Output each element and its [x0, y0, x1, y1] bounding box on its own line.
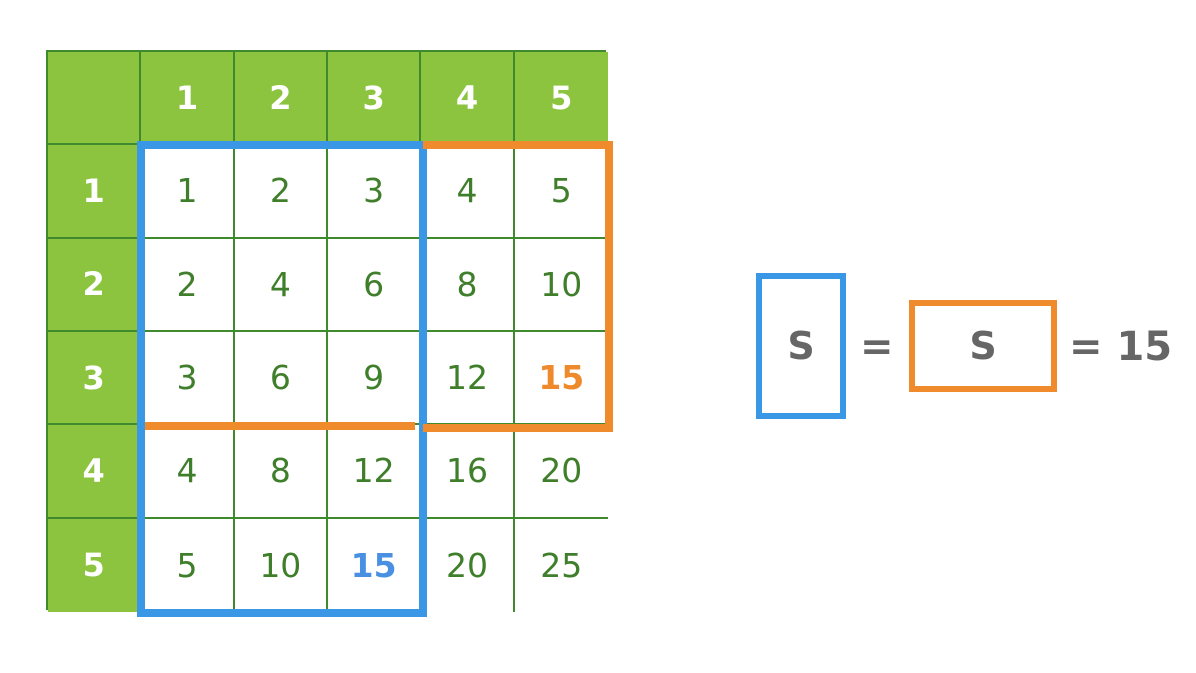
table-cell: 3 [327, 145, 422, 239]
multiplication-table: 1 2 3 4 5 1 1 2 3 4 5 2 2 4 6 8 10 3 3 6… [46, 50, 608, 612]
row-header: 4 [48, 425, 142, 519]
table-cell: 10 [234, 518, 328, 612]
table-cell: 12 [327, 425, 422, 519]
equation-blue-box: S [756, 273, 846, 419]
table-cell: 4 [141, 425, 235, 519]
table-cell: 3 [141, 331, 235, 426]
table-cell: 10 [514, 238, 608, 332]
equation-orange-box: S [909, 300, 1057, 392]
table-cell: 1 [141, 145, 235, 239]
equation-left-letter: S [787, 324, 815, 368]
table-cell: 8 [234, 425, 328, 519]
column-header: 4 [421, 52, 515, 146]
row-header: 3 [48, 331, 142, 426]
table-cell: 9 [327, 331, 422, 426]
table-cell: 4 [421, 145, 515, 239]
table-cell: 6 [327, 238, 422, 332]
highlighted-cell-blue: 15 [327, 518, 422, 612]
row-header: 1 [48, 145, 142, 239]
row-header: 2 [48, 238, 142, 332]
equals-sign: = [860, 324, 894, 370]
table-cell: 20 [421, 518, 515, 612]
table-cell: 8 [421, 238, 515, 332]
column-header: 2 [234, 52, 328, 146]
column-header: 5 [514, 52, 608, 146]
column-header: 1 [141, 52, 235, 146]
equation-right-letter: S [969, 324, 997, 368]
table-cell: 2 [141, 238, 235, 332]
table-cell: 5 [141, 518, 235, 612]
table-cell: 25 [514, 518, 608, 612]
table-cell: 5 [514, 145, 608, 239]
row-header: 5 [48, 518, 142, 612]
table-cell: 16 [421, 425, 515, 519]
table-cell: 2 [234, 145, 328, 239]
equation-result: = 15 [1069, 324, 1173, 370]
column-header: 3 [327, 52, 422, 146]
table-cell: 20 [514, 425, 608, 519]
table-cell: 6 [234, 331, 328, 426]
table-corner [48, 52, 142, 146]
table-cell: 12 [421, 331, 515, 426]
highlighted-cell-orange: 15 [514, 331, 608, 426]
table-cell: 4 [234, 238, 328, 332]
